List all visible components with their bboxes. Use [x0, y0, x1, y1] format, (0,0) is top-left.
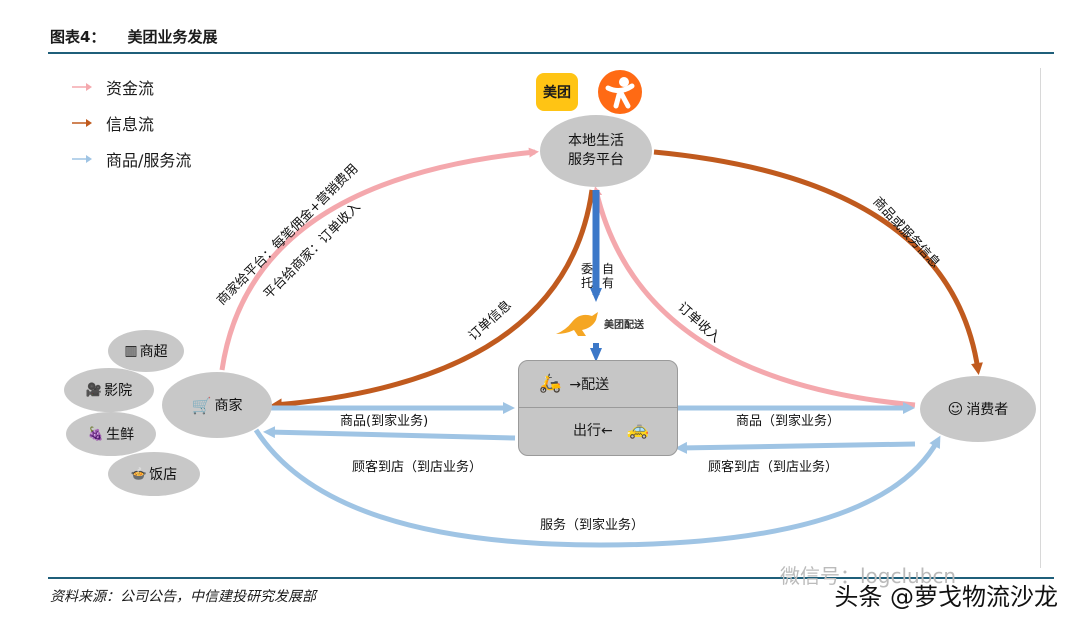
supermarket-node: ▥商超	[108, 330, 184, 372]
legend: 资金流 信息流 商品/服务流	[72, 74, 191, 172]
motorbike-icon: 🛵	[539, 373, 562, 394]
legend-item-goods: 商品/服务流	[72, 146, 191, 172]
arrow-icon	[72, 119, 92, 127]
restaurant-node: 🍲饭店	[108, 452, 200, 496]
building-icon: ▥	[124, 343, 138, 359]
label-entrust: 委 托	[581, 262, 594, 290]
fresh-node: 🍇生鲜	[66, 412, 156, 456]
taxi-icon: 🚕	[626, 419, 650, 440]
wechat-watermark: 微信号：logclubcn	[780, 564, 957, 588]
label-service: 服务（到家业务）	[540, 518, 645, 533]
cart-icon: 🛒	[191, 395, 212, 415]
meituan-delivery-brand: 美团配送	[552, 308, 644, 338]
platform-node: 本地生活 服务平台	[540, 115, 652, 187]
info-arrow-platform-to-merchant	[270, 189, 595, 411]
visit-arrow-left	[263, 426, 516, 441]
money-arrow-consumer-to-platform	[592, 186, 916, 408]
dianping-logo	[598, 70, 642, 114]
person-icon	[605, 77, 635, 109]
cinema-node: 🎥影院	[64, 368, 154, 412]
money-arrow-merchant-to-platform	[219, 147, 539, 371]
figure-title: 图表4： 美团业务发展	[50, 26, 239, 47]
label-goods-right: 商品（到家业务）	[736, 414, 841, 429]
consumer-node: ☺消费者	[920, 376, 1036, 442]
delivery-row: 🛵→配送	[539, 373, 610, 394]
top-rule	[48, 52, 1054, 54]
delivery-ride-box: 🛵→配送 出行←🚕	[518, 360, 678, 456]
service-arrow	[253, 428, 941, 548]
info-arrow-platform-to-consumer	[653, 149, 983, 375]
camera-icon: 🎥	[85, 382, 103, 398]
box-divider	[519, 407, 677, 408]
arrow-icon	[72, 83, 92, 91]
figure-caption: 美团业务发展	[127, 28, 218, 46]
dish-icon: 🍲	[130, 466, 148, 482]
source-note: 资料来源：公司公告，中信建投研究发展部	[50, 589, 316, 605]
label-visit-right: 顾客到店（到店业务）	[708, 460, 839, 475]
smiley-icon: ☺	[947, 400, 964, 418]
arrow-icon	[72, 155, 92, 163]
meituan-logo: 美团	[536, 73, 578, 111]
ride-row: 出行←🚕	[573, 419, 650, 440]
label-visit-left: 顾客到店（到店业务）	[352, 460, 483, 475]
legend-item-info: 信息流	[72, 110, 191, 136]
figure-number: 图表4：	[50, 28, 106, 46]
visit-arrow-right	[675, 441, 916, 454]
right-border	[1040, 68, 1041, 568]
label-own: 自 有	[602, 262, 615, 290]
legend-item-money: 资金流	[72, 74, 191, 100]
bottom-rule	[48, 577, 1054, 579]
merchant-node: 🛒商家	[162, 372, 272, 438]
label-goods-left: 商品(到家业务)	[340, 414, 429, 429]
kangaroo-icon	[556, 312, 598, 336]
grapes-icon: 🍇	[87, 426, 105, 442]
toutiao-watermark: 头条 @萝戈物流沙龙	[834, 583, 1058, 611]
